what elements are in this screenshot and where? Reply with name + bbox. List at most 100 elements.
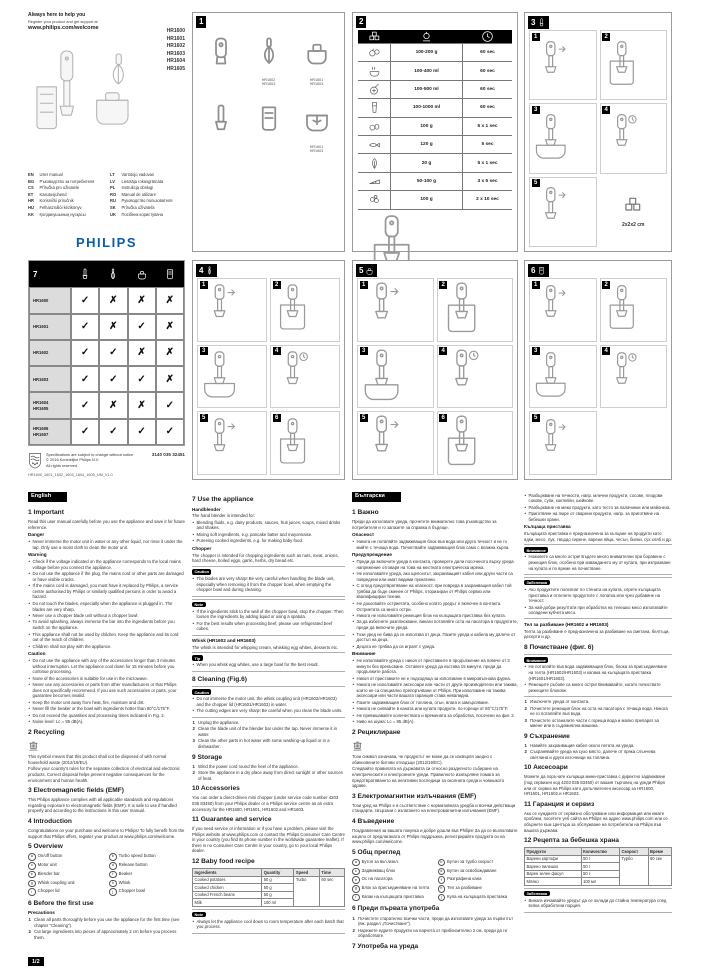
section-heading: 1 Важно xyxy=(352,509,379,517)
amount-value: 120 g xyxy=(390,135,462,154)
recipe-header-cell: Време xyxy=(647,847,672,856)
section-heading: 7 Use the appliance xyxy=(192,496,254,503)
step-item: Wind the power cord round the heel of th… xyxy=(193,763,299,769)
legend-label: Turbo speed button xyxy=(118,853,156,859)
matrix-model-cell: HR1602 xyxy=(29,339,71,367)
recipe-header-cell: Продукти xyxy=(524,847,582,856)
step-number: 5 xyxy=(531,179,540,188)
section-heading: 11 Guarantee and service xyxy=(192,816,272,824)
colophon: Specifications are subject to change wit… xyxy=(28,452,185,486)
whisk-icon xyxy=(254,29,284,78)
food-icon xyxy=(358,30,390,43)
cubes-icon xyxy=(620,195,646,220)
compatible-mark: ✓ xyxy=(71,392,100,419)
weee-recycle-icon xyxy=(352,739,518,754)
step-item: Почистете старателно всички части, преди… xyxy=(353,915,514,927)
model-number: HR1600 xyxy=(166,28,185,34)
bullet-item: Children shall not play with the applian… xyxy=(28,644,185,650)
chopper-bowl-illustration: HR1601 HR1603 xyxy=(294,96,339,247)
note-items: Ножовете са много остри! Бъдете много вн… xyxy=(524,554,672,571)
step-item: Почистете останалите части с гореща вода… xyxy=(525,717,659,729)
sub-heading: Whisk (HR1602 and HR1603) xyxy=(192,637,256,643)
section-heading: 3 Electromagnetic fields (EMF) xyxy=(28,787,124,795)
paragraph: If you need service or information or if… xyxy=(192,826,345,854)
bullet-item: Ниво на шума: Lc = 85 dB(A). xyxy=(352,719,518,725)
bullet-list: Check if the voltage indicated on the ap… xyxy=(28,559,185,649)
recipe-header-cell: Speed xyxy=(293,868,320,877)
bullet-list: Не използвайте уреда с никоя от приставк… xyxy=(352,658,518,725)
bulgarian-sections-2: Разбъркване на течности, напр. млечни пр… xyxy=(524,493,672,913)
whisk-illustration: HR1602 HR1603 xyxy=(246,29,291,93)
beaker-icon xyxy=(254,96,284,145)
batters-icon xyxy=(358,83,390,96)
step-number: 6 xyxy=(272,413,281,422)
language-code: KK xyxy=(28,211,34,217)
step-illustration: 2 xyxy=(599,278,667,342)
hand-blender-illustration xyxy=(198,349,266,404)
section-heading: 9 Storage xyxy=(192,753,223,761)
step-number: 1 xyxy=(199,280,208,289)
note-label: Внимание xyxy=(524,657,549,663)
note-label: Caution xyxy=(192,689,212,695)
recipe-cell: Milk xyxy=(192,898,263,907)
bullet-item: Не докосвайте остриетата, особено когато… xyxy=(352,601,518,612)
time-value: 2 x 10 sec xyxy=(462,191,512,209)
sub-heading: Ръчен пасатор xyxy=(352,953,518,954)
legend-label: Разграфена кана xyxy=(447,876,482,882)
bullet-item: Mixing soft ingredients, e.g. pancake ba… xyxy=(192,532,345,538)
herbs-icon xyxy=(358,157,390,170)
step-illustration: 3 xyxy=(529,344,597,409)
note-label: Note xyxy=(192,601,206,608)
paragraph: Follow your country's rules for the sepa… xyxy=(28,766,181,783)
recipe-cell: Варено пилешко xyxy=(524,862,582,871)
motor-unit-illustration xyxy=(198,29,243,93)
paragraph: Този символ означава, че продуктът не мо… xyxy=(352,754,493,765)
paragraph: Можете да поръчате кълцаща мини-приставк… xyxy=(524,774,666,797)
panel5-number: 5 xyxy=(359,265,364,275)
shakes-drinks-icon xyxy=(358,101,390,114)
bullet-list: Do not use the appliance with any of the… xyxy=(28,658,185,725)
language-label: Instrukcja obsługi xyxy=(121,185,154,191)
step-number: 5 xyxy=(531,413,540,422)
amount-value: 100-200 g xyxy=(390,44,462,62)
note-box: ЗабележкаВинаги изчаквайте уредът да се … xyxy=(524,887,672,913)
compatible-mark: ✓ xyxy=(71,313,100,340)
note-items: Ако продуктите полепнат по стената на ку… xyxy=(524,587,672,616)
legend-letter: g xyxy=(28,879,36,888)
section-heading: 11 Гаранция и сервиз xyxy=(524,800,595,808)
note-label: Note xyxy=(192,911,206,918)
time-value: 60 sec xyxy=(462,99,512,117)
note-box: CautionDo not immerse the motor unit, th… xyxy=(192,686,345,718)
note-box: ВниманиеНе потапяйте във вода задвижващи… xyxy=(524,654,672,697)
step-illustration: 4 xyxy=(599,103,667,174)
step-illustration: 6 xyxy=(270,411,340,475)
legend-letter: c xyxy=(28,861,36,870)
incompatible-mark: ✗ xyxy=(155,287,184,314)
hand-blender-illustration xyxy=(271,282,339,337)
note-box: TipWhen you whisk egg whites, use a larg… xyxy=(192,652,345,672)
language-header-bulgarian: Български xyxy=(352,492,401,503)
note-item: The cutting edges are very sharp! Be car… xyxy=(192,708,345,714)
legal-line-3: All rights reserved. xyxy=(46,462,79,468)
step-number: 3 xyxy=(199,347,208,356)
language-label: Príručka užívateľa xyxy=(121,204,155,210)
legend-label: Chopper lid xyxy=(37,888,60,894)
